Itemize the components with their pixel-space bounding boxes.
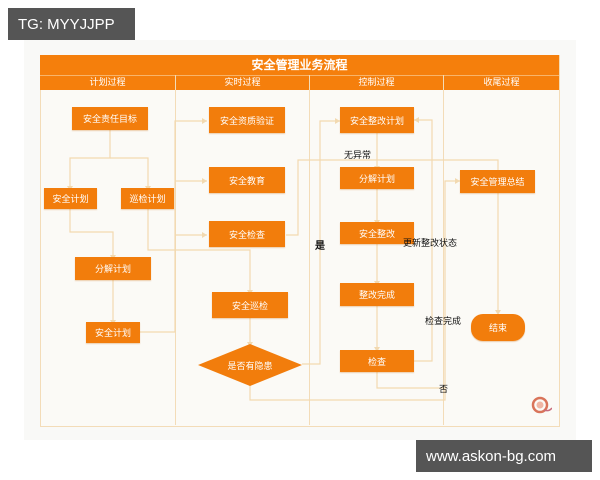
watermark-top-left: TG: MYYJJPP	[8, 8, 135, 40]
watermark-bottom-right: www.askon-bg.com	[416, 440, 592, 472]
node-decompose-plan-control: 分解计划	[340, 167, 414, 189]
edge-label-update-status: 更新整改状态	[403, 239, 458, 249]
node-end: 结束	[471, 314, 525, 341]
node-safety-rectify: 安全整改	[340, 222, 414, 244]
decision-has-hazard: 是否有隐患	[198, 344, 302, 386]
node-safety-summary: 安全管理总结	[460, 170, 535, 193]
node-safety-plan: 安全计划	[44, 188, 97, 209]
lane-divider	[175, 75, 176, 425]
lane-header-plan: 计划过程	[40, 75, 175, 90]
node-safety-education: 安全教育	[209, 167, 285, 193]
node-check: 检查	[340, 350, 414, 372]
edge-label-check-done: 检查完成	[425, 317, 462, 327]
node-safety-patrol: 安全巡检	[212, 292, 288, 318]
brand-logo-icon	[531, 396, 552, 414]
node-decompose-plan: 分解计划	[75, 257, 151, 280]
node-safety-target: 安全责任目标	[72, 107, 148, 130]
lane-header-control: 控制过程	[309, 75, 443, 90]
lane-header-closing: 收尾过程	[443, 75, 559, 90]
node-safety-plan-2: 安全计划	[86, 322, 140, 343]
decision-label: 是否有隐患	[227, 361, 273, 372]
node-qualification-check: 安全资质验证	[209, 107, 285, 133]
edge-label-no-anomaly: 无异常	[344, 151, 372, 161]
edge-label-no: 否	[439, 385, 449, 395]
edge-label-yes: 是	[315, 241, 325, 252]
lane-header-realtime: 实时过程	[175, 75, 309, 90]
node-rectify-plan: 安全整改计划	[340, 107, 414, 133]
node-rectify-done: 整改完成	[340, 283, 414, 306]
node-safety-inspection: 安全检查	[209, 221, 285, 247]
node-patrol-plan: 巡检计划	[121, 188, 174, 209]
lane-divider	[309, 75, 310, 425]
diagram-title: 安全管理业务流程	[40, 55, 559, 75]
lane-divider	[443, 75, 444, 425]
